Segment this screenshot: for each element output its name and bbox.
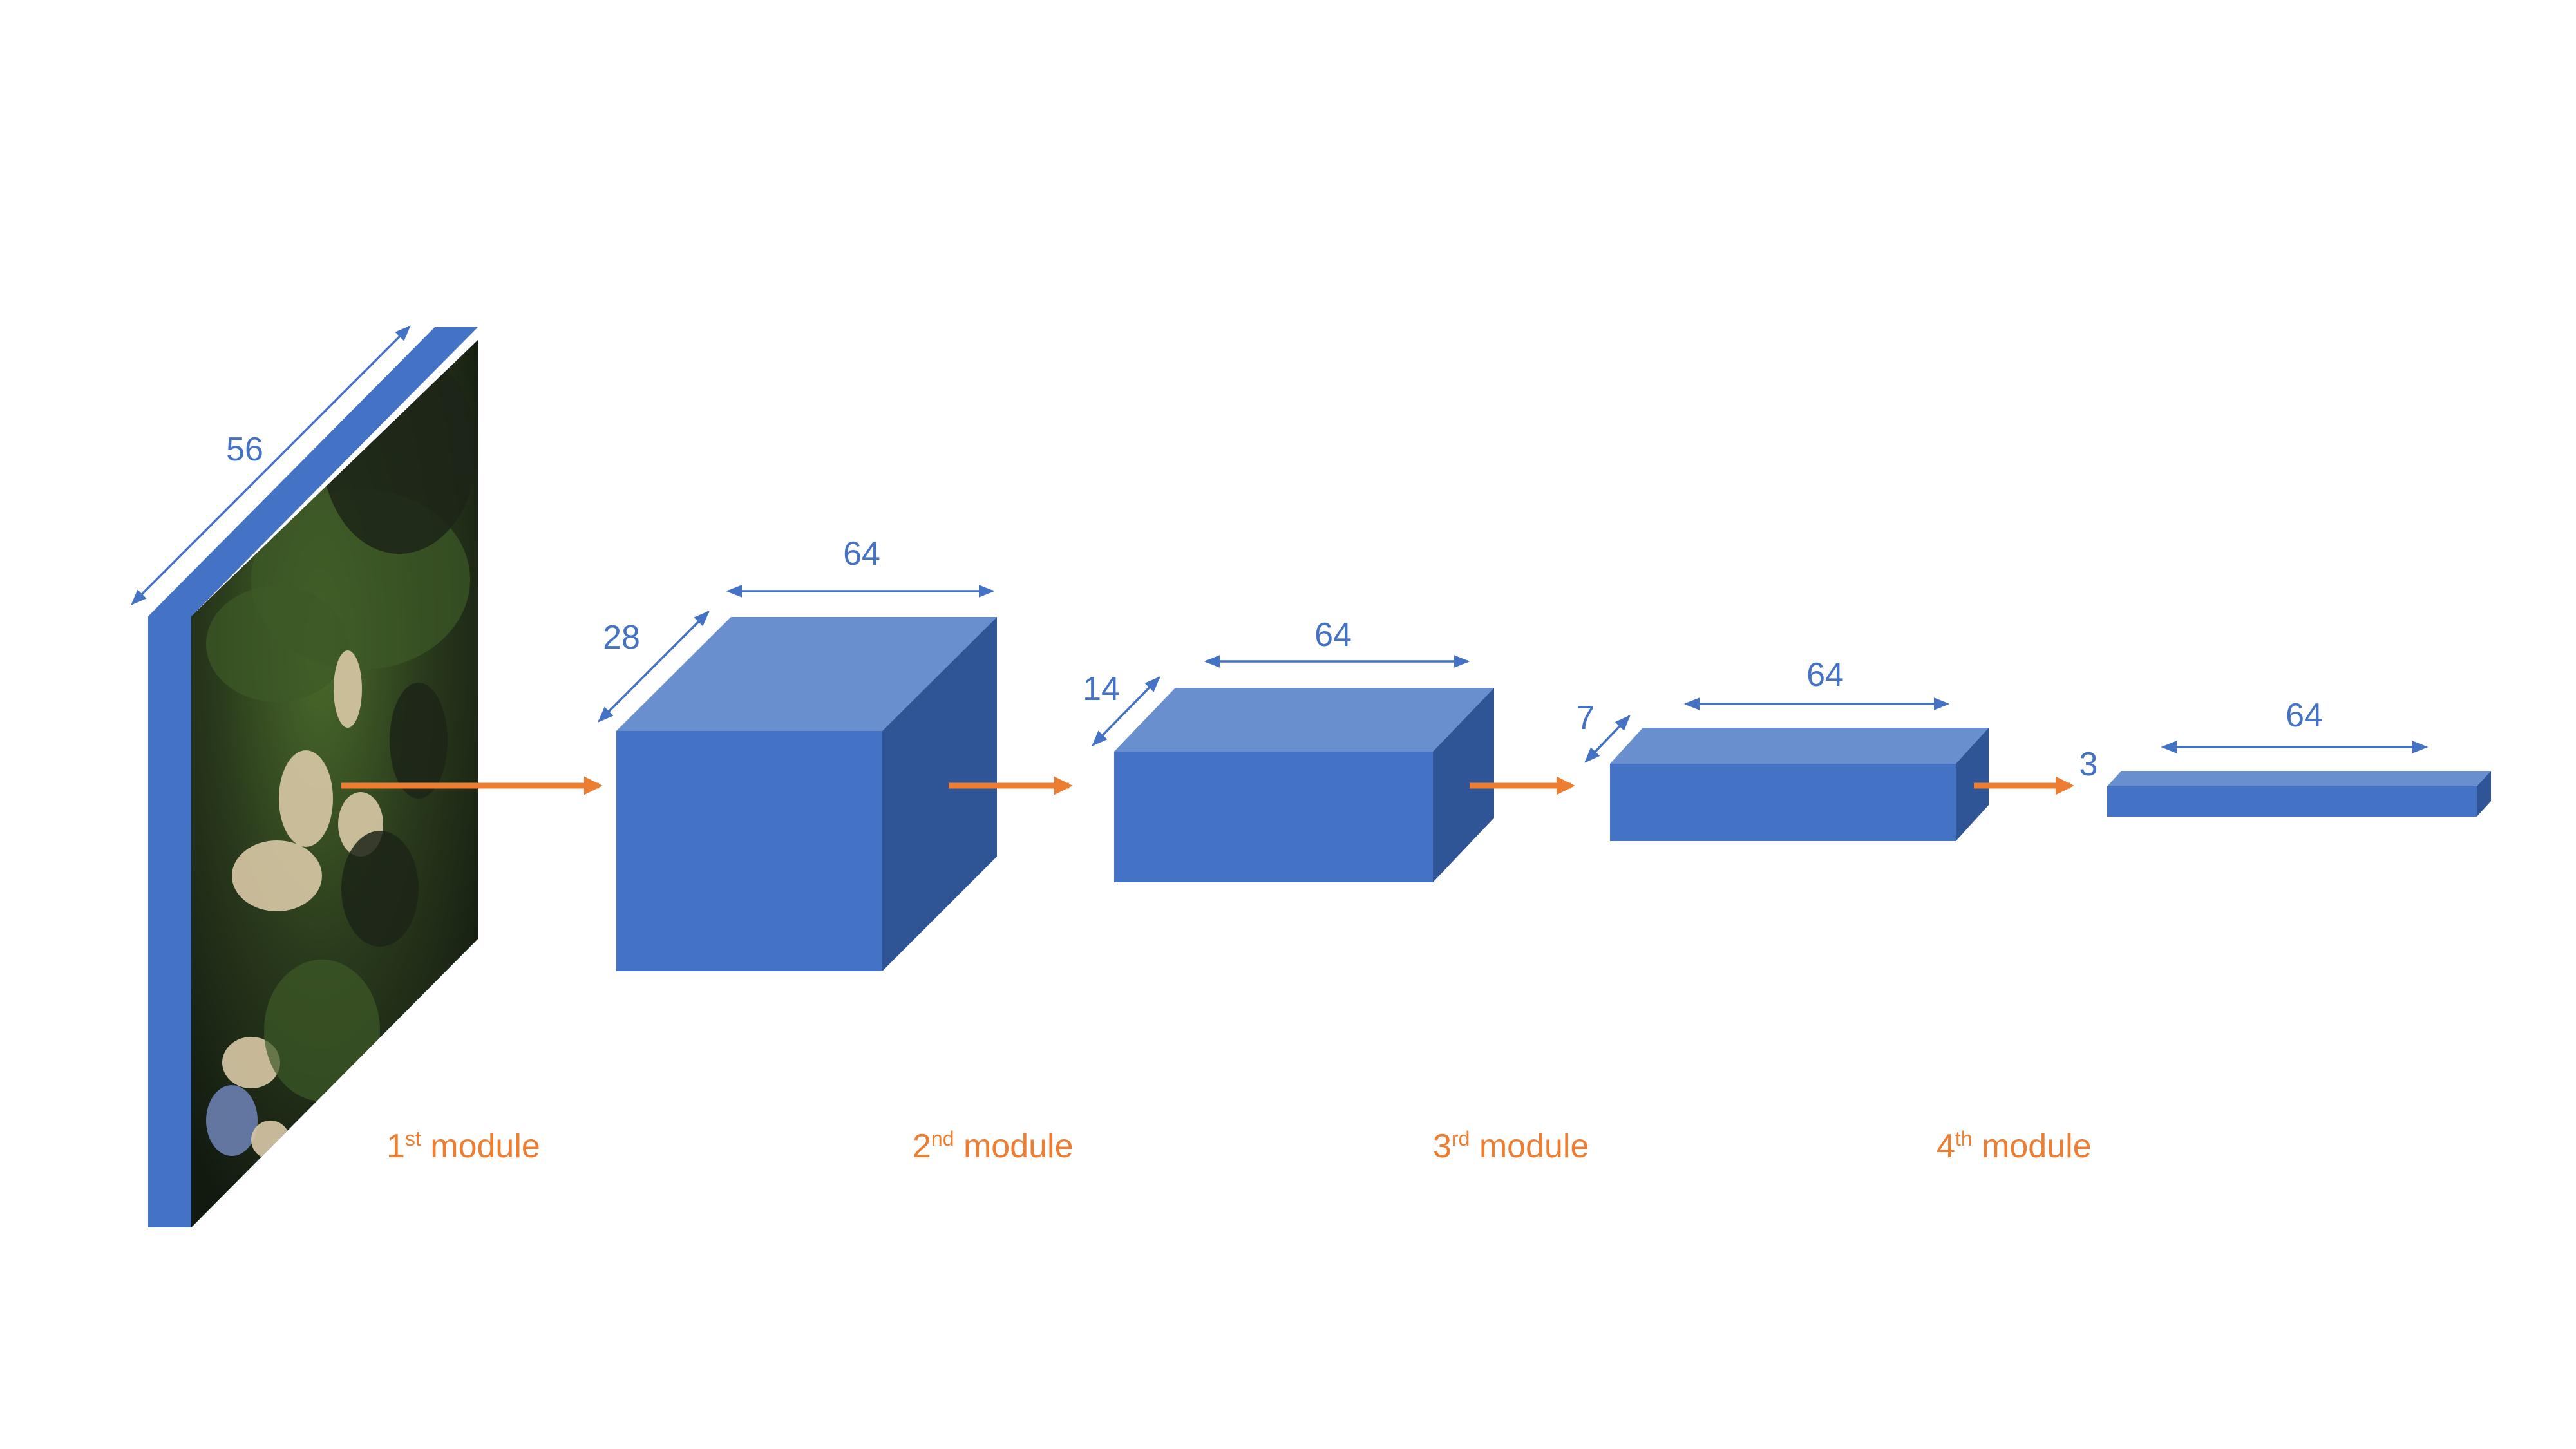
module-label-2: 2nd module: [913, 1127, 1074, 1165]
slab-front-face: [148, 616, 191, 1227]
dim-arrow-input: [131, 325, 411, 605]
block2-depth-label: 14: [1083, 670, 1120, 708]
module-label-1: 1st module: [386, 1127, 540, 1165]
block-2: [1114, 688, 1494, 882]
block2-width-label: 64: [1314, 616, 1352, 654]
block3-depth-label: 7: [1577, 699, 1595, 737]
block1-width-label: 64: [843, 535, 880, 573]
dimension-arrows: [131, 325, 2429, 763]
input-image-slab: [148, 327, 478, 1227]
block3-width-label: 64: [1806, 656, 1844, 694]
input-size-label: 56: [226, 431, 263, 468]
dim-arrow-block3-depth: [1584, 715, 1631, 763]
module-label-4: 4th module: [1937, 1127, 2092, 1165]
dim-arrow-block2-depth: [1092, 676, 1160, 746]
block4-depth-label: 3: [2079, 746, 2098, 783]
block1-depth-label: 28: [603, 619, 640, 656]
block-3: [1610, 728, 1989, 841]
block4-width-label: 64: [2286, 697, 2323, 734]
block-4: [2107, 771, 2491, 817]
module-label-3: 3rd module: [1433, 1127, 1589, 1165]
dim-arrow-block1-depth: [598, 611, 710, 723]
block-1: [616, 617, 997, 971]
